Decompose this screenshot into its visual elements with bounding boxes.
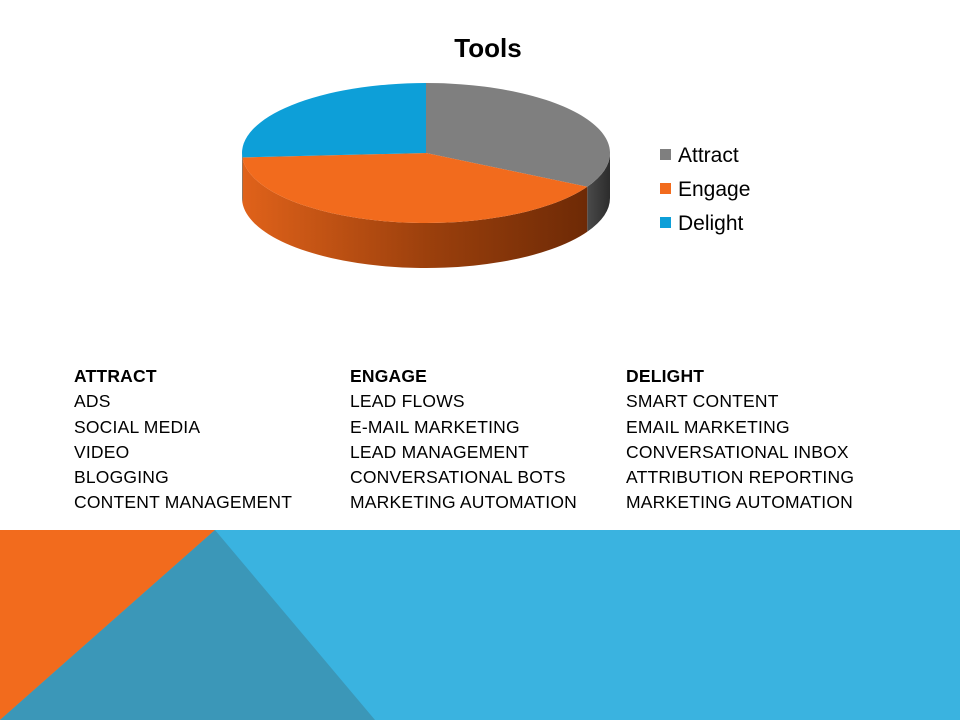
engage-item: E-MAIL MARKETING: [350, 416, 520, 437]
pie-slice-engage: [242, 153, 588, 224]
delight-heading: DELIGHT: [626, 366, 705, 386]
attract-item: BLOGGING: [74, 467, 169, 488]
attract-item: SOCIAL MEDIA: [74, 416, 201, 437]
engage-column: ENGAGE LEAD FLOWS E-MAIL MARKETING LEAD …: [350, 364, 577, 516]
pie-sides: [242, 153, 610, 268]
delight-item: SMART CONTENT: [626, 391, 779, 412]
decorative-footer: [0, 530, 960, 720]
pie-slice-attract: [426, 83, 611, 187]
legend-label-engage: Engage: [678, 178, 750, 201]
overlap-triangle: [0, 530, 375, 720]
engage-item: CONVERSATIONAL BOTS: [350, 467, 566, 488]
legend-swatch-engage: [660, 183, 671, 194]
legend-swatch-delight: [660, 217, 671, 228]
pie-side-attract: [587, 153, 610, 232]
legend-label-attract: Attract: [678, 144, 739, 167]
delight-column: DELIGHT SMART CONTENT EMAIL MARKETING CO…: [626, 364, 854, 516]
engage-item: MARKETING AUTOMATION: [350, 492, 577, 513]
engage-item: LEAD FLOWS: [350, 391, 465, 412]
attract-item: CONTENT MANAGEMENT: [74, 492, 293, 513]
engage-item: LEAD MANAGEMENT: [350, 441, 529, 462]
tools-columns: ATTRACT ADS SOCIAL MEDIA VIDEO BLOGGING …: [0, 364, 960, 524]
pie-slice-delight: [242, 83, 426, 158]
delight-item: ATTRIBUTION REPORTING: [626, 467, 855, 488]
delight-item: MARKETING AUTOMATION: [626, 492, 853, 513]
attract-column: ATTRACT ADS SOCIAL MEDIA VIDEO BLOGGING …: [74, 364, 292, 516]
engage-heading: ENGAGE: [350, 366, 428, 386]
pie-side-engage: [242, 157, 588, 268]
chart-title: Tools: [454, 33, 521, 63]
attract-item: ADS: [74, 391, 111, 412]
legend-label-delight: Delight: [678, 212, 744, 235]
attract-item: VIDEO: [74, 441, 130, 462]
delight-item: EMAIL MARKETING: [626, 416, 790, 437]
legend-swatch-attract: [660, 149, 671, 160]
attract-heading: ATTRACT: [74, 366, 157, 386]
delight-item: CONVERSATIONAL INBOX: [626, 441, 849, 462]
pie-slices: [242, 83, 611, 224]
